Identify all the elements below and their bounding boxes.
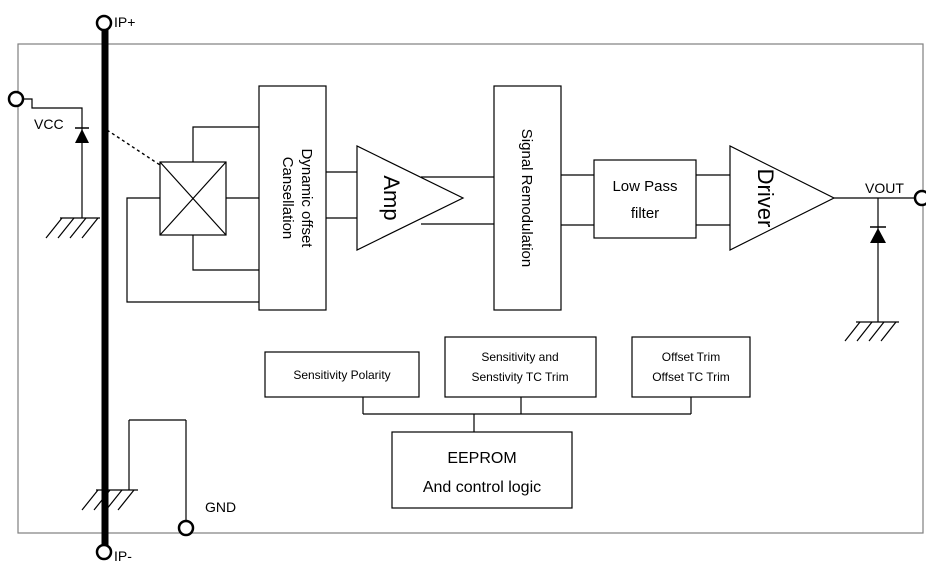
coupling-dashed-line (106, 129, 161, 166)
sensitivity-polarity-label: Sensitivity Polarity (293, 368, 390, 382)
vcc-pin (7, 90, 25, 108)
output-zener-diode-icon (870, 228, 886, 243)
vout-circuit (834, 189, 926, 342)
vcc-circuit (7, 90, 161, 239)
ip-minus-pin (95, 543, 113, 561)
signal-remodulation-label: Signal Remodulation (518, 129, 535, 267)
sensitivity-trim-block (444, 336, 597, 398)
amp-label: Amp (379, 175, 404, 220)
offset-trim-line1: Offset Trim (662, 350, 720, 364)
driver-label: Driver (753, 169, 778, 228)
trim-bus (362, 397, 692, 432)
sensitivity-trim-line2: Senstivity TC Trim (471, 370, 568, 384)
zener-diode-icon (75, 129, 89, 143)
dynamic-offset-line2: Cansellation (279, 157, 296, 240)
ip-plus-pin (95, 14, 113, 32)
chip-outline (17, 43, 924, 534)
eeprom-line2: And control logic (423, 479, 541, 496)
vout-pin (913, 189, 926, 207)
gnd-circuit (81, 419, 195, 537)
low-pass-line2: filter (631, 205, 659, 222)
low-pass-filter-block (593, 159, 697, 239)
gnd-pin (177, 519, 195, 537)
signal-remodulation-block (493, 85, 562, 311)
driver-block (729, 145, 836, 251)
hall-element-icon (159, 161, 227, 236)
eeprom-line1: EEPROM (447, 450, 516, 467)
dynamic-offset-line1: Dynamic offset (298, 149, 315, 249)
dynamic-offset-block (258, 85, 327, 311)
gnd-label: GND (205, 499, 236, 515)
vout-label: VOUT (865, 180, 904, 196)
low-pass-line1: Low Pass (612, 178, 677, 195)
vcc-label: VCC (34, 116, 64, 132)
offset-trim-line2: Offset TC Trim (652, 370, 730, 384)
offset-trim-block (631, 336, 751, 398)
hall-wiring (126, 126, 259, 303)
ip-plus-label: IP+ (114, 14, 135, 30)
sensitivity-trim-line1: Sensitivity and (481, 350, 558, 364)
ip-minus-label: IP- (114, 548, 132, 561)
sensitivity-polarity-block (264, 351, 420, 398)
amp-block (356, 145, 465, 251)
eeprom-block (391, 431, 573, 509)
